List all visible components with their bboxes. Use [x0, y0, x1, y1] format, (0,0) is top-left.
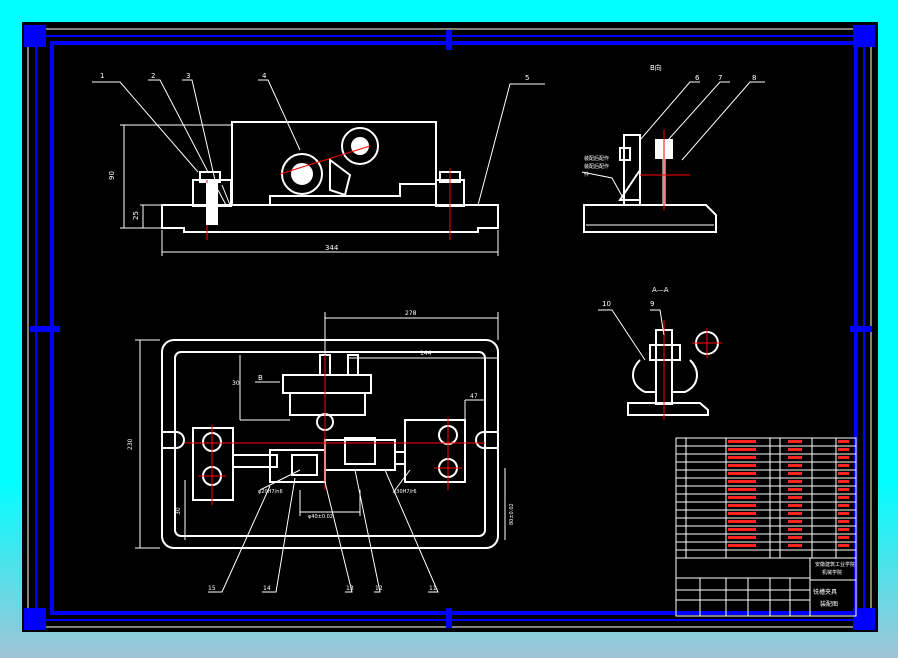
- dim-right: 47: [470, 393, 478, 400]
- drawing-frame: [24, 25, 875, 630]
- front-view: [92, 79, 545, 256]
- view-marker-b: B: [258, 374, 263, 382]
- parts-list-entry-mark: [838, 472, 850, 475]
- dim-height: 90: [108, 171, 116, 180]
- fit-b: φ30H7/r6: [393, 489, 417, 495]
- callout-14: 14: [263, 585, 271, 592]
- parts-list-entry-mark: [838, 456, 850, 459]
- callout-13: 13: [346, 585, 354, 592]
- callout-15: 15: [208, 585, 216, 592]
- parts-list-entry-mark: [788, 544, 802, 547]
- parts-list-entry-mark: [838, 496, 850, 499]
- parts-list-entry-mark: [788, 496, 802, 499]
- parts-list-entry-mark: [838, 440, 850, 443]
- parts-list-entry-mark: [788, 480, 802, 483]
- callout-6: 6: [695, 74, 700, 82]
- parts-list-entry-mark: [728, 464, 756, 467]
- parts-list-entry-mark: [728, 544, 756, 547]
- side-note-2: 装配后配作: [584, 163, 609, 170]
- parts-list-entry-mark: [788, 488, 802, 491]
- parts-list-entry-mark: [838, 504, 850, 507]
- parts-list-entry-mark: [838, 464, 850, 467]
- parts-list-entry-mark: [728, 480, 756, 483]
- parts-list-entry-mark: [728, 488, 756, 491]
- parts-list-entry-mark: [788, 440, 802, 443]
- parts-list-entry-mark: [788, 512, 802, 515]
- dim-left: 30: [232, 380, 240, 387]
- dim-side: 80±0.02: [509, 503, 515, 525]
- parts-list-entry-mark: [788, 448, 802, 451]
- dim-small-left: 30: [175, 507, 182, 515]
- parts-list-entry-mark: [728, 440, 756, 443]
- dim-inner: 144: [420, 350, 432, 357]
- parts-list-entry-mark: [728, 528, 756, 531]
- parts-list-entry-mark: [728, 504, 756, 507]
- parts-list-entry-mark: [838, 520, 850, 523]
- parts-list-entry-mark: [838, 448, 850, 451]
- side-note-3: 件: [584, 171, 589, 178]
- parts-list-entry-mark: [788, 536, 802, 539]
- front-view-labels: 1 2 3 4 5 90 25 344: [100, 72, 529, 252]
- side-view-title: B向: [650, 63, 662, 72]
- parts-list-entry-mark: [838, 488, 850, 491]
- dim-height: 230: [127, 438, 134, 450]
- parts-list-entry-mark: [788, 464, 802, 467]
- parts-list-entry-mark: [728, 520, 756, 523]
- dim-width: 344: [325, 244, 339, 252]
- parts-list-entry-mark: [788, 520, 802, 523]
- parts-list-entry-mark: [838, 544, 850, 547]
- parts-list-entry-mark: [728, 456, 756, 459]
- parts-list-entry-mark: [838, 512, 850, 515]
- parts-list-entry-mark: [838, 480, 850, 483]
- side-view-labels: B向 6 7 8 装配后配作 装配后配作 件: [584, 63, 756, 178]
- section-view: [598, 309, 722, 420]
- title-block-text: 安徽建筑工业学院 机械学院 铣槽夹具 装配图: [813, 561, 855, 608]
- parts-list-entry-mark: [788, 472, 802, 475]
- part-name: 铣槽夹具: [813, 588, 837, 596]
- callout-2: 2: [151, 72, 155, 80]
- callout-5: 5: [525, 74, 529, 82]
- dim-top-width: 278: [405, 310, 417, 317]
- callout-3: 3: [186, 72, 190, 80]
- parts-list-entry-mark: [728, 472, 756, 475]
- callout-11: 11: [429, 585, 437, 592]
- plan-view: [135, 312, 506, 593]
- callout-12: 12: [375, 585, 383, 592]
- side-note-1: 装配后配作: [584, 155, 609, 162]
- section-labels: A—A 10 9: [602, 286, 669, 308]
- callout-8: 8: [752, 74, 756, 82]
- school-name: 安徽建筑工业学院: [815, 561, 855, 568]
- callout-10: 10: [602, 300, 611, 308]
- parts-list-entry-mark: [788, 456, 802, 459]
- section-title: A—A: [652, 286, 669, 294]
- parts-list-entry-mark: [728, 496, 756, 499]
- title-block: [675, 557, 857, 617]
- dim-small: 25: [132, 211, 140, 220]
- drawing-name: 装配图: [820, 600, 838, 608]
- parts-list-entry-mark: [728, 512, 756, 515]
- parts-list: [675, 437, 857, 559]
- parts-list-entry-mark: [838, 528, 850, 531]
- parts-list-entry-mark: [728, 536, 756, 539]
- drawing-sheet: [22, 22, 878, 632]
- parts-list-entry-mark: [838, 536, 850, 539]
- dim-center: φ40±0.02: [308, 514, 333, 520]
- callout-7: 7: [718, 74, 722, 82]
- callout-4: 4: [262, 72, 267, 80]
- plan-view-labels: 278 144 30 47 230 30 φ20H7/n6 φ30H7/r6 φ…: [127, 310, 515, 592]
- parts-list-entry-mark: [788, 504, 802, 507]
- parts-list-entry-mark: [788, 528, 802, 531]
- callout-9: 9: [650, 300, 654, 308]
- fit-a: φ20H7/n6: [258, 489, 283, 495]
- dept-name: 机械学院: [822, 569, 842, 576]
- callout-1: 1: [100, 72, 104, 80]
- side-view: [581, 81, 765, 233]
- parts-list-entry-mark: [728, 448, 756, 451]
